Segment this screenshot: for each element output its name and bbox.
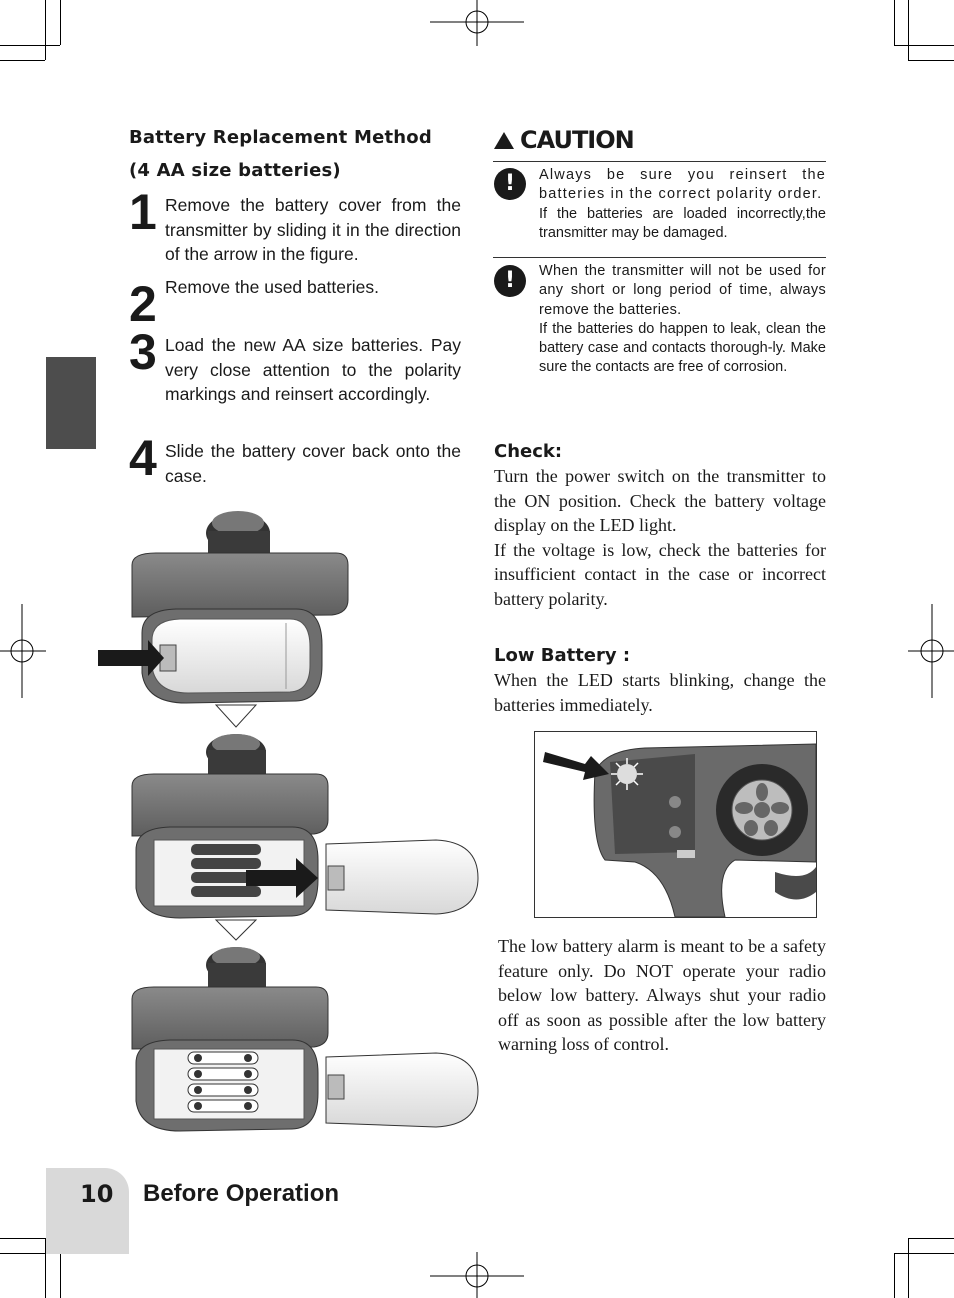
warning-triangle-icon [494, 132, 514, 149]
step-number: 3 [129, 324, 157, 380]
caution-line: When the transmitter will not be used fo… [539, 263, 826, 318]
registration-target-right [908, 604, 954, 698]
caution-title: CAUTION [494, 126, 635, 154]
transmitter-led-photo [534, 731, 817, 918]
check-heading: Check: [494, 441, 563, 462]
exclamation-icon: ! [494, 265, 526, 297]
divider [493, 257, 826, 258]
caution-line: Always be sure you reinsert the batterie… [539, 167, 826, 203]
caution-line: If the batteries are loaded incorrectly,… [539, 205, 826, 241]
caution-item-2: When the transmitter will not be used fo… [539, 262, 826, 378]
page-number: 10 [80, 1180, 114, 1208]
battery-replacement-illustration [98, 511, 479, 1132]
low-battery-note: The low battery alarm is meant to be a s… [498, 936, 826, 1054]
figure-remove-batteries [131, 734, 479, 941]
exclamation-icon: ! [494, 168, 526, 200]
registration-target-top [430, 0, 524, 46]
low-battery-paragraph: When the LED starts blinking, change the… [494, 670, 826, 715]
low-battery-body: When the LED starts blinking, change the… [494, 668, 826, 717]
caution-item-1: Always be sure you reinsert the batterie… [539, 166, 826, 243]
figure-remove-cover [98, 511, 349, 728]
check-body: Turn the power switch on the transmitter… [494, 464, 826, 611]
step-text: Remove the used batteries. [165, 277, 380, 297]
step-number: 4 [129, 430, 157, 486]
caution-title-text: CAUTION [520, 126, 635, 154]
low-battery-heading: Low Battery : [494, 645, 631, 666]
step-number: 2 [129, 276, 157, 332]
step-number: 1 [129, 184, 157, 240]
step-text: Load the new AA size batteries. Pay very… [165, 335, 461, 404]
step-text: Slide the battery cover back onto the ca… [165, 441, 461, 486]
registration-target-left [0, 604, 46, 698]
divider [493, 161, 826, 162]
figure-insert-batteries [131, 947, 479, 1132]
chapter-side-tab [46, 357, 96, 449]
check-paragraph: Turn the power switch on the transmitter… [494, 466, 826, 535]
caution-line: If the batteries do happen to leak, clea… [539, 320, 826, 376]
footer-section-title: Before Operation [143, 1180, 340, 1207]
step-text: Remove the battery cover from the transm… [165, 195, 461, 264]
footer-page-tab [46, 1168, 129, 1254]
registration-target-bottom [430, 1252, 524, 1298]
section-subtitle: (4 AA size batteries) [129, 160, 341, 181]
section-title: Battery Replacement Method [129, 127, 432, 148]
transmitter-illustration [543, 743, 816, 917]
check-paragraph: If the voltage is low, check the batteri… [494, 539, 826, 609]
